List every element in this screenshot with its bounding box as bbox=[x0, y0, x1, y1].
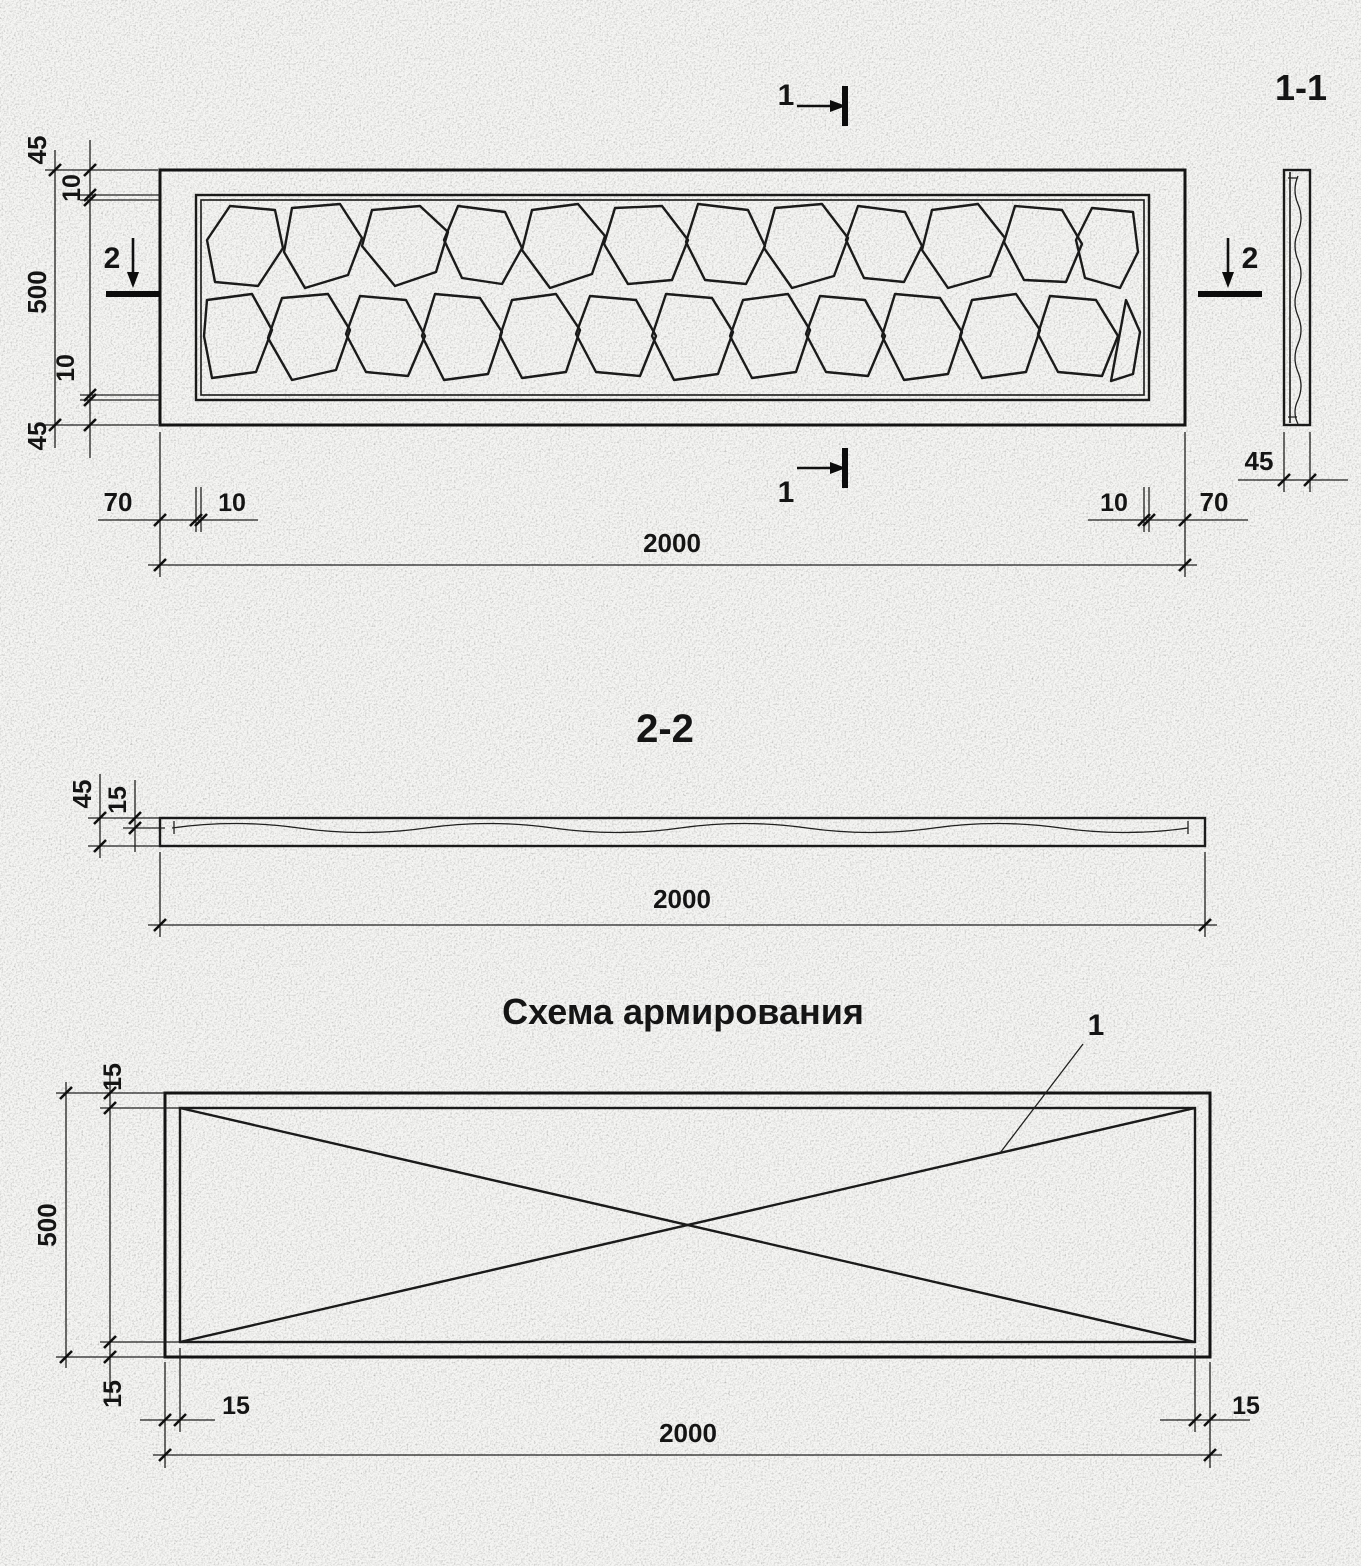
paper-grain-overlay bbox=[0, 0, 1361, 1566]
drawing-canvas: 1 1 2 2 45 10 500 bbox=[0, 0, 1361, 1566]
drawing-sheet: 1 1 2 2 45 10 500 bbox=[0, 0, 1361, 1566]
